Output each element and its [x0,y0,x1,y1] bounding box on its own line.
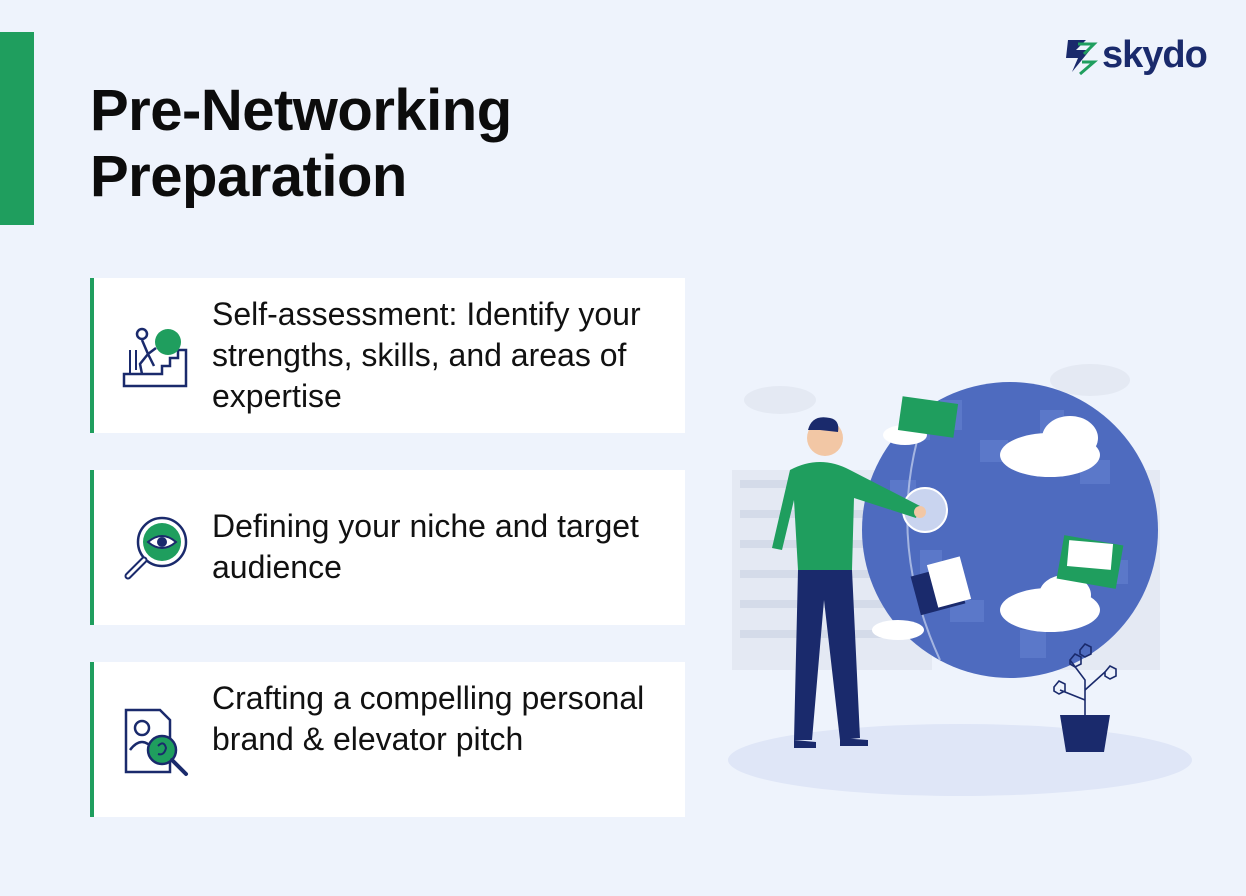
magnifier-eye-icon [124,516,188,580]
person-globe-illustration [728,364,1192,796]
profile-document-icon [124,708,188,776]
list-item-niche: Defining your niche and target audience [90,470,685,625]
accent-bar [0,32,34,225]
item-text: Defining your niche and target audience [212,508,639,585]
brand-name: skydo [1102,34,1208,76]
title-line-1: Pre-Networking [90,78,512,143]
title-line-2: Preparation [90,144,407,209]
list-item-personal-brand: Crafting a compelling personal brand & e… [90,662,685,817]
skydo-logo-icon [1066,39,1098,75]
page-title: Pre-Networking Preparation [90,78,512,210]
item-text: Crafting a compelling personal brand & e… [212,680,645,757]
item-text: Self-assessment: Identify your strengths… [212,296,641,414]
climbing-person-icon [122,327,188,388]
list-item-self-assessment: Self-assessment: Identify your strengths… [90,278,685,433]
brand-logo: skydo [1064,34,1208,77]
